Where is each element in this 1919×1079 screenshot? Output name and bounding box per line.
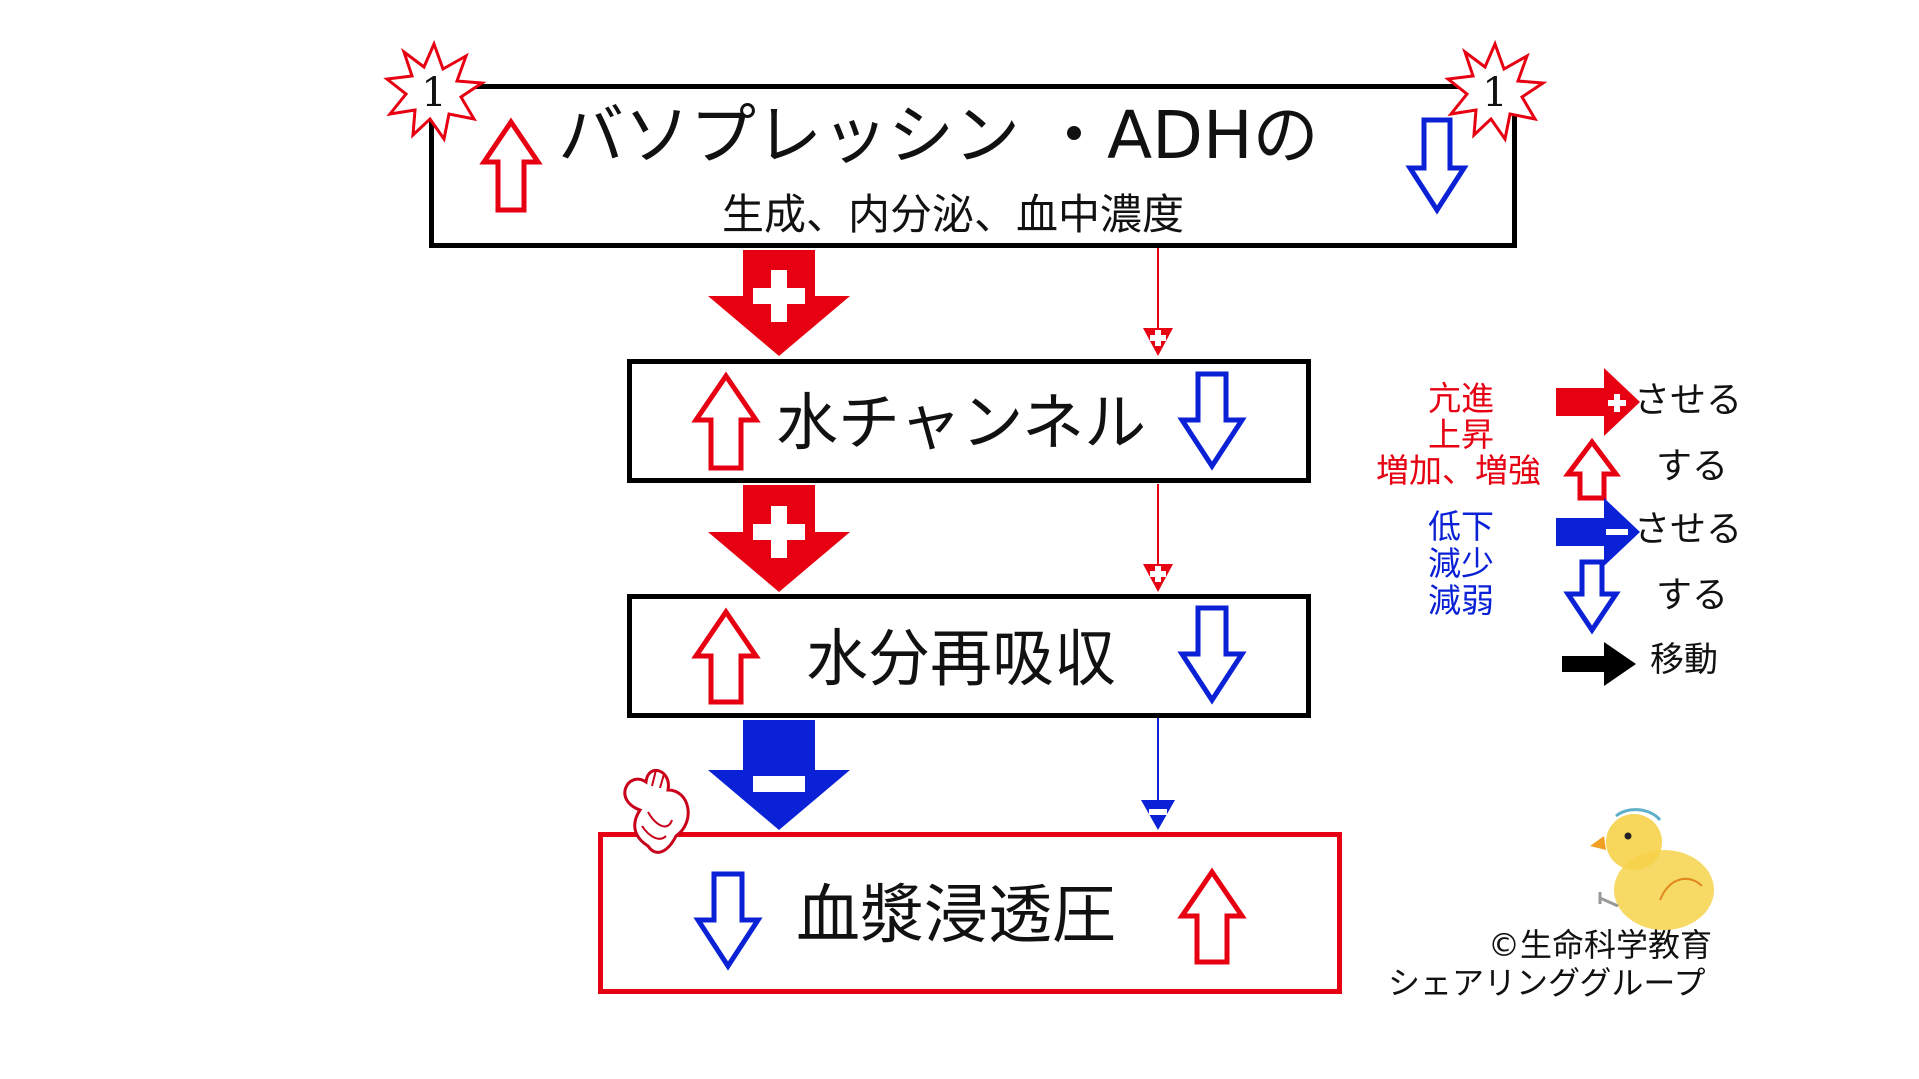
adh-subtitle: 生成、内分泌、血中濃度 <box>722 190 1185 239</box>
legend-reduce-word-1: 低下 <box>1428 507 1494 546</box>
legend-promote-word-1: 亢進 <box>1428 379 1494 418</box>
down-arrow-icon <box>1177 605 1247 705</box>
down-arrow-icon <box>693 871 763 971</box>
legend-minus-arrow <box>1556 498 1640 566</box>
down-arrow-icon <box>1405 117 1469 215</box>
legend-do-label-2: する <box>1656 575 1729 616</box>
move-arrow-icon <box>1562 642 1636 686</box>
chick-mascot-icon <box>1590 808 1714 930</box>
thin-minus-arrow <box>1141 718 1175 830</box>
up-arrow-icon <box>1563 437 1621 501</box>
legend-promote-word-2: 上昇 <box>1428 415 1494 454</box>
credit-line-1: ©生命科学教育 <box>1488 926 1713 964</box>
adh-box <box>429 84 1517 248</box>
up-arrow-icon <box>691 607 761 705</box>
heart-icon <box>623 769 690 854</box>
legend-move-label: 移動 <box>1650 640 1718 680</box>
badge-right-number: 1 <box>1482 70 1507 116</box>
up-arrow-icon <box>479 117 543 213</box>
burst-badge-icon: 1 <box>1444 39 1548 143</box>
minus-icon <box>753 776 805 792</box>
big-plus-arrow <box>708 250 850 356</box>
adh-title: バソプレッシン ・ADHの <box>558 97 1319 174</box>
legend-reduce-word-3: 減弱 <box>1428 581 1494 620</box>
legend-do-label-1: する <box>1656 446 1729 487</box>
down-arrow-icon <box>1563 559 1621 635</box>
down-arrow-icon <box>1177 371 1247 471</box>
up-arrow-icon <box>691 371 761 471</box>
thin-plus-arrow <box>1143 248 1173 356</box>
water-channel-label: 水チャンネル <box>776 386 1147 459</box>
water-reabsorption-label: 水分再吸収 <box>806 622 1117 695</box>
credit-line-2: シェアリンググループ <box>1388 964 1706 1002</box>
plasma-osmotic-label: 血漿浸透圧 <box>796 879 1116 953</box>
badge-left-number: 1 <box>421 70 446 116</box>
burst-badge-icon: 1 <box>383 39 487 143</box>
big-plus-arrow <box>708 485 850 592</box>
up-arrow-icon <box>1177 867 1247 965</box>
legend-cause-label-1: させる <box>1634 380 1743 421</box>
legend-cause-label-2: させる <box>1634 509 1743 550</box>
big-minus-arrow <box>708 720 850 830</box>
thin-plus-arrow <box>1143 484 1173 592</box>
legend-reduce-word-2: 減少 <box>1428 544 1494 583</box>
legend-plus-arrow <box>1556 368 1640 436</box>
legend-promote-word-3: 増加、増強 <box>1376 451 1541 490</box>
